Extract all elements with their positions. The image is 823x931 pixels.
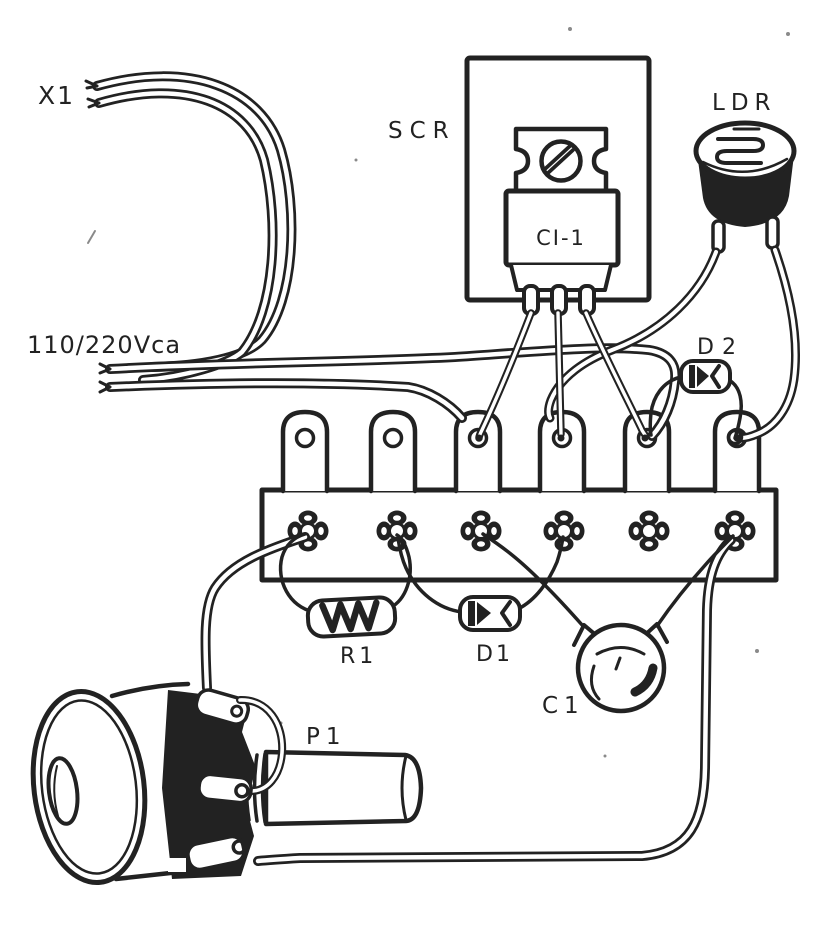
label-p1: P1 — [306, 724, 347, 750]
scr-package — [503, 126, 621, 316]
ldr-leg-right — [736, 245, 800, 443]
p1-terminal-middle-eye — [234, 783, 250, 799]
lug-hole-wire-tips — [475, 434, 741, 442]
p1-housing-notch — [168, 858, 186, 872]
p1-knob-rim — [39, 699, 139, 875]
c1-lead-right — [655, 534, 735, 628]
label-d1: D1 — [476, 642, 513, 667]
mains-wire-tips — [98, 362, 112, 394]
c1-ear-right — [643, 622, 669, 644]
d1-lead-right — [516, 535, 565, 611]
label-ldr: LDR — [712, 90, 777, 116]
diode-d2 — [648, 359, 744, 446]
resistor-r1 — [278, 532, 412, 639]
d1-cathode-band — [468, 601, 475, 626]
p1-terminal-middle — [197, 772, 253, 805]
d2-cathode-band — [689, 365, 695, 388]
c1-mark-tick — [614, 656, 622, 671]
label-c1: C1 — [542, 693, 585, 719]
terminal-lug-1 — [283, 412, 327, 491]
d2-lead-left — [648, 375, 683, 437]
scan-specks — [87, 27, 790, 758]
capacitor-c1 — [481, 532, 735, 714]
d1-cathode-wedge — [477, 602, 491, 625]
c1-mark-arc-top — [595, 646, 646, 656]
c1-mark-arc-left — [589, 664, 601, 701]
label-scr: SCR — [388, 118, 456, 144]
d1-lead-left — [396, 536, 464, 614]
d2-cathode-wedge — [697, 366, 709, 387]
r1-lead-right — [388, 533, 412, 610]
c1-lead-left — [481, 532, 585, 628]
d2-anode-mark — [710, 364, 721, 389]
ldr-leg-stub-right — [765, 215, 780, 250]
label-r1: R1 — [340, 644, 377, 669]
terminal-lug-6 — [715, 412, 759, 491]
p1-shaft-cap — [400, 754, 408, 822]
potentiometer-p1 — [30, 681, 424, 886]
pot-wires — [200, 532, 736, 866]
p1-hole-rim — [53, 765, 59, 817]
labels: X1 110/220Vca SCR CI-1 LDR D2 R1 D1 C1 P… — [27, 81, 777, 750]
d2-lead-right — [727, 378, 743, 440]
x1-wire-tips — [84, 79, 101, 109]
p1-shaft — [263, 749, 424, 827]
p1-terminal-bottom — [186, 834, 246, 872]
p1-body-top-line — [109, 681, 191, 699]
diode-d1 — [396, 535, 565, 632]
ldr-component — [544, 120, 800, 443]
screw-slot — [543, 144, 575, 175]
label-d2: D2 — [697, 335, 744, 360]
c1-mark-crescent — [630, 663, 658, 697]
d2-lead-loop — [726, 428, 744, 446]
ldr-face-rim — [701, 157, 789, 173]
p1-terminal-top-eye — [230, 704, 244, 718]
d1-anode-mark — [500, 600, 512, 627]
label-ci1: CI-1 — [536, 226, 586, 250]
terminal-strip — [259, 412, 779, 583]
scr-legs — [475, 309, 649, 442]
terminal-lug-3 — [456, 412, 500, 491]
label-x1: X1 — [38, 81, 75, 110]
r1-band-zigzag — [319, 599, 380, 634]
label-mains-voltage: 110/220Vca — [27, 331, 181, 359]
ldr-serpentine — [715, 137, 765, 165]
p1-terminal-bottom-eye — [231, 839, 248, 855]
r1-lead-left — [278, 532, 316, 614]
terminal-lug-2 — [371, 412, 415, 491]
c1-ear-left — [572, 623, 599, 647]
p1-knob-face — [30, 688, 148, 886]
ldr-leg-stub-left — [711, 219, 726, 254]
